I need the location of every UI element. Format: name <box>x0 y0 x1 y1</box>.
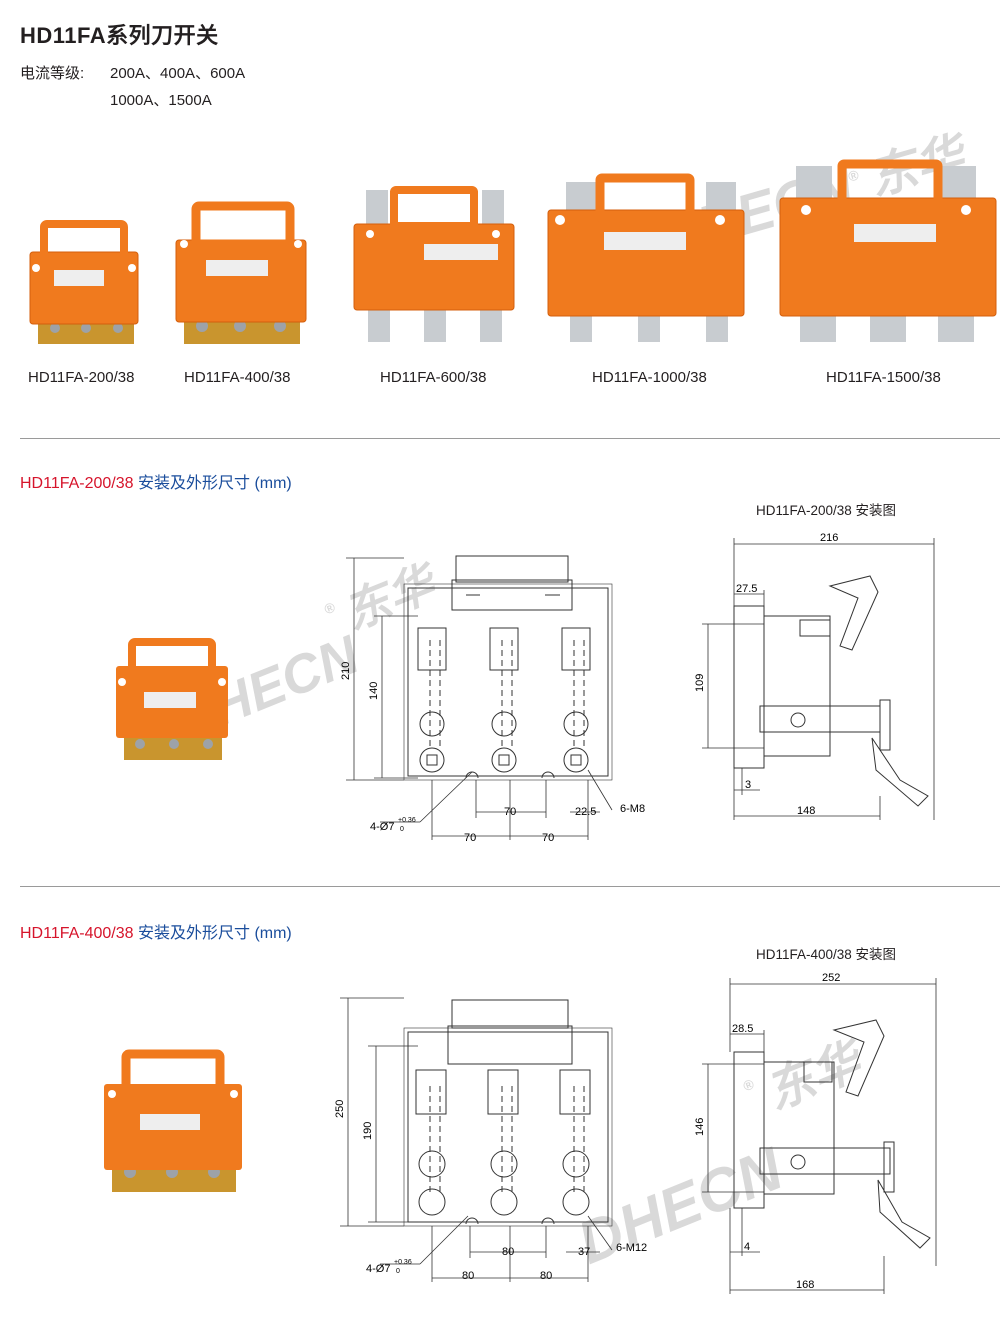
section-subtitle: 安装及外形尺寸 (mm) <box>138 475 292 492</box>
dim-bolt: 6-M8 <box>620 803 645 815</box>
install-diagram-title: HD11FA-200/38 安装图 <box>756 503 897 518</box>
front-view <box>403 999 613 1227</box>
product-photo-200 <box>116 638 228 760</box>
install-diagram-title: HD11FA-400/38 安装图 <box>756 947 897 962</box>
section-model: HD11FA-200/38 <box>20 475 134 492</box>
dim-pitch-bottom-a: 80 <box>462 1270 474 1282</box>
side-dimension-lines <box>702 978 937 1294</box>
dim-tolerance-plus: +0.36 <box>394 1259 412 1266</box>
dim-hole: 4-Ø7 <box>366 1263 390 1275</box>
current-rating: 电流等级: 200A、400A、600A 1000A、1500A <box>20 60 245 114</box>
page-title: HD11FA系列刀开关 <box>20 23 219 48</box>
dim-tolerance-zero: 0 <box>400 826 404 833</box>
dim-side-depth: 168 <box>796 1279 814 1291</box>
dim-pitch-bottom-b: 80 <box>540 1270 552 1282</box>
section-model: HD11FA-400/38 <box>20 925 134 942</box>
svg-text:DHECN: DHECN <box>569 1134 793 1277</box>
dim-side-width: 216 <box>820 532 838 544</box>
dim-height-total: 210 <box>340 662 352 680</box>
svg-text:东华: 东华 <box>759 1033 873 1120</box>
side-dimension-lines <box>702 538 935 820</box>
dimension-drawing-200: HECN ® 东华 <box>116 532 935 844</box>
dim-edge: 37 <box>578 1246 590 1258</box>
dim-pitch-bottom-a: 70 <box>464 832 476 844</box>
side-view <box>733 575 929 807</box>
dim-pitch-top: 80 <box>502 1246 514 1258</box>
dim-side-gap: 4 <box>744 1241 750 1253</box>
section-divider <box>20 886 1000 887</box>
dim-side-depth: 148 <box>797 805 815 817</box>
dim-side-width: 252 <box>822 972 840 984</box>
section-subtitle: 安装及外形尺寸 (mm) <box>138 925 292 942</box>
product-model-label: HD11FA-1000/38 <box>592 369 707 386</box>
dim-side-height: 146 <box>694 1118 706 1136</box>
dim-height-total: 250 <box>334 1100 346 1118</box>
front-dimension-lines <box>346 557 613 840</box>
section-divider <box>20 438 1000 439</box>
svg-text:®: ® <box>322 599 338 618</box>
watermark-logo: HECN ® 东华 <box>203 555 447 738</box>
product-photo-1000 <box>547 173 745 342</box>
rating-values-1: 200A、400A、600A <box>110 65 246 82</box>
product-photo-1500 <box>779 159 997 342</box>
dim-height-inner: 140 <box>368 682 380 700</box>
section-title: HD11FA-400/38 安装及外形尺寸 (mm) <box>20 919 292 943</box>
product-model-label: HD11FA-400/38 <box>184 369 291 386</box>
product-photo-400 <box>175 201 307 344</box>
dim-side-height: 109 <box>694 674 706 692</box>
rating-values-2: 1000A、1500A <box>110 92 212 109</box>
front-dimension-lines <box>340 997 613 1282</box>
svg-text:东华: 东华 <box>336 555 446 640</box>
dim-height-inner: 190 <box>362 1122 374 1140</box>
dim-edge: 22.5 <box>575 806 596 818</box>
dim-pitch-bottom-b: 70 <box>542 832 554 844</box>
product-photo-200 <box>29 220 139 344</box>
side-view <box>733 1019 931 1249</box>
dim-pitch-top: 70 <box>504 806 516 818</box>
rating-label: 电流等级: <box>20 65 85 82</box>
product-model-label: HD11FA-200/38 <box>28 369 135 386</box>
dim-side-offset: 28.5 <box>732 1023 753 1035</box>
dim-tolerance-plus: +0.36 <box>398 817 416 824</box>
section-title: HD11FA-200/38 安装及外形尺寸 (mm) <box>20 469 292 493</box>
product-model-label: HD11FA-600/38 <box>380 369 487 386</box>
svg-text:®: ® <box>741 1075 757 1094</box>
front-view <box>403 555 613 781</box>
dim-hole: 4-Ø7 <box>370 821 394 833</box>
dim-side-gap: 3 <box>745 779 751 791</box>
watermark-logo: DHECN ® 东华 <box>569 1033 873 1277</box>
product-photos: HECN ® 东华 <box>29 127 997 344</box>
product-photo-400 <box>104 1049 242 1192</box>
product-model-label: HD11FA-1500/38 <box>826 369 941 386</box>
dim-bolt: 6-M12 <box>616 1242 647 1254</box>
dimension-drawing-400: DHECN ® 东华 <box>104 972 937 1294</box>
dim-side-offset: 27.5 <box>736 583 757 595</box>
product-photo-600 <box>353 186 515 342</box>
dim-tolerance-zero: 0 <box>396 1268 400 1275</box>
